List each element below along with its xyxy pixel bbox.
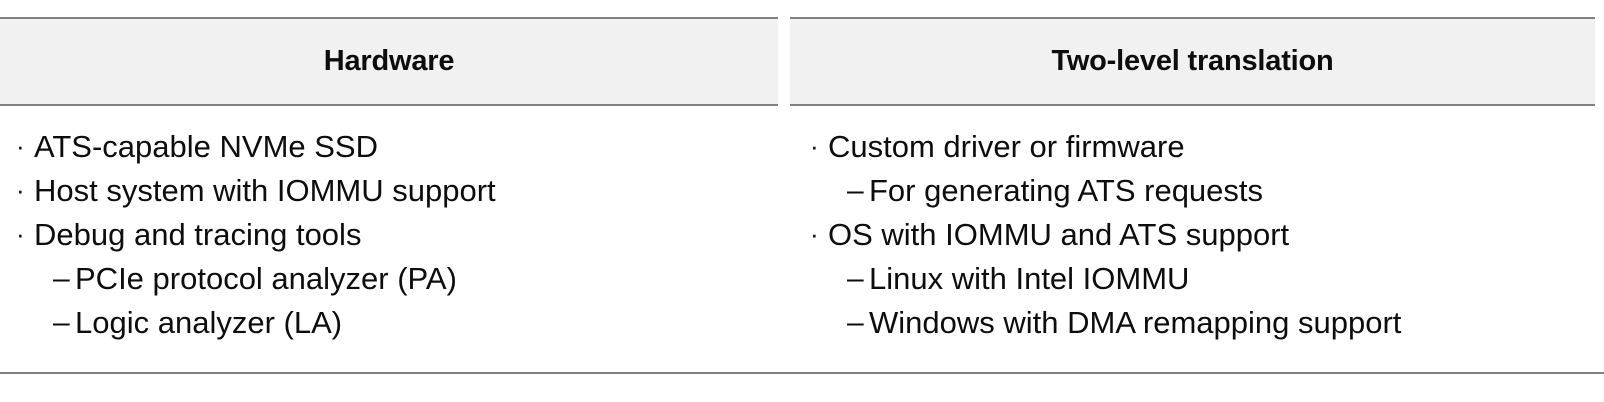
- bullet-dot-icon: ·: [810, 131, 819, 161]
- sub-list-item-label: PCIe protocol analyzer (PA): [75, 261, 457, 296]
- list-item: · ATS-capable NVMe SSD: [16, 125, 790, 169]
- sub-list-item-label: For generating ATS requests: [869, 173, 1264, 208]
- sub-list-item: – Windows with DMA remapping support: [810, 301, 1604, 345]
- list-item: · Custom driver or firmware: [810, 125, 1604, 169]
- sub-list-item: – Linux with Intel IOMMU: [810, 257, 1604, 301]
- list-item-label: OS with IOMMU and ATS support: [828, 217, 1290, 252]
- list-item-label: Debug and tracing tools: [34, 217, 362, 252]
- list-item: · OS with IOMMU and ATS support: [810, 213, 1604, 257]
- body-cell-hardware: · ATS-capable NVMe SSD · Host system wit…: [0, 106, 790, 373]
- header-cell-two-level-translation: Two-level translation: [790, 17, 1595, 106]
- bullet-dash-icon: –: [847, 306, 864, 339]
- bullet-list-hardware: · ATS-capable NVMe SSD · Host system wit…: [16, 125, 790, 345]
- bullet-dash-icon: –: [53, 262, 70, 295]
- bullet-dot-icon: ·: [16, 219, 25, 249]
- bullet-dot-icon: ·: [810, 219, 819, 249]
- header-cell-hardware: Hardware: [0, 17, 778, 106]
- bullet-dash-icon: –: [53, 306, 70, 339]
- body-cell-two-level-translation: · Custom driver or firmware – For genera…: [790, 106, 1604, 373]
- table-body-row: · ATS-capable NVMe SSD · Host system wit…: [0, 106, 1604, 373]
- list-item-label: ATS-capable NVMe SSD: [34, 129, 378, 164]
- bullet-dot-icon: ·: [16, 175, 25, 205]
- bullet-dot-icon: ·: [16, 131, 25, 161]
- column-header-title: Two-level translation: [1051, 45, 1334, 77]
- list-item: · Host system with IOMMU support: [16, 169, 790, 213]
- sub-list-item-label: Windows with DMA remapping support: [869, 305, 1402, 340]
- column-header-title: Hardware: [323, 45, 455, 77]
- list-item-label: Host system with IOMMU support: [34, 173, 496, 208]
- sub-list-item-label: Logic analyzer (LA): [75, 305, 343, 340]
- list-item: · Debug and tracing tools: [16, 213, 790, 257]
- bullet-dash-icon: –: [847, 174, 864, 207]
- sub-list-item-label: Linux with Intel IOMMU: [869, 261, 1190, 296]
- table-header-row: Hardware Two-level translation: [0, 17, 1604, 106]
- bullet-list-two-level-translation: · Custom driver or firmware – For genera…: [810, 125, 1604, 345]
- sub-list-item: – Logic analyzer (LA): [16, 301, 790, 345]
- sub-list-item: – For generating ATS requests: [810, 169, 1604, 213]
- list-item-label: Custom driver or firmware: [828, 129, 1185, 164]
- column-divider: [778, 17, 790, 106]
- sub-list-item: – PCIe protocol analyzer (PA): [16, 257, 790, 301]
- table-bottom-rule: [0, 372, 1604, 374]
- bullet-dash-icon: –: [847, 262, 864, 295]
